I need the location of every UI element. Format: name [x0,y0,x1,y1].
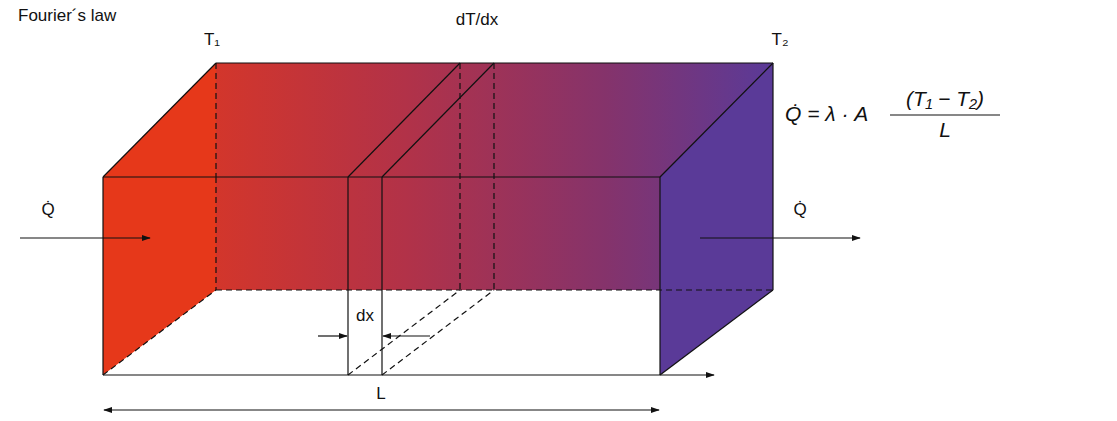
formula-numerator: (T₁ − T₂) [906,86,984,111]
formula-lhs: Q̇ = λ · A [785,101,868,126]
slab-fill [216,177,660,290]
temperature-label: T₁ [204,30,220,50]
heat-flow-arrow [20,237,150,238]
cold-face [660,63,773,375]
formula-denominator: L [939,117,951,142]
heat-flow-label: Q̇ [793,200,806,220]
diagram-title: Fourier´s law [18,6,116,26]
length-dimension [104,409,659,410]
slab-edges [103,63,773,375]
hot-face [103,63,216,375]
dx-arrow [318,335,347,336]
arrows [20,115,1000,410]
dx-arrow [383,335,430,336]
fraction-bar [890,114,1000,115]
temperature-label: T₂ [772,30,789,50]
slice-width-label: dx [356,306,374,326]
heat-flow-label: Q̇ [41,200,54,220]
length-label: L [376,384,385,404]
heat-flow-arrow [700,237,860,238]
x-axis-arrow [103,374,714,375]
gradient-label: dT/dx [456,10,499,30]
